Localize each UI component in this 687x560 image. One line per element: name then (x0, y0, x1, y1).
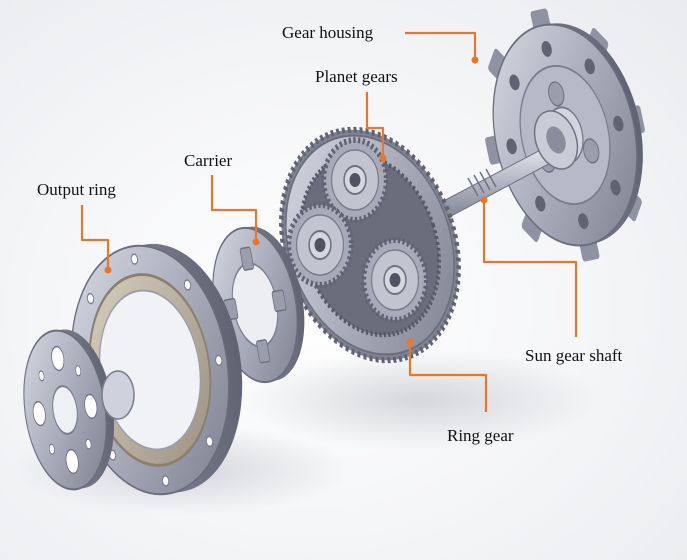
gear-housing-leader-dot (471, 56, 479, 64)
output-hub (101, 370, 135, 420)
ring-gear-leader (408, 342, 488, 412)
sun-gear-shaft-label: Sun gear shaft (525, 346, 623, 365)
sun-gear-shaft-leader (482, 200, 578, 337)
gear-housing-label: Gear housing (282, 23, 374, 42)
carrier-leader (210, 175, 258, 242)
output-ring-leader-dot (104, 266, 112, 274)
output-ring-leader (80, 205, 110, 270)
carrier-leader-dot (252, 238, 260, 246)
output-plate-part (23, 329, 135, 491)
floor-shadow (240, 350, 600, 450)
output-ring-label: Output ring (37, 180, 116, 199)
planet-gears-label: Planet gears (315, 67, 398, 86)
carrier-label: Carrier (184, 151, 233, 170)
planet-gears-leader (365, 92, 385, 158)
ring-gear-leader-dot (406, 338, 414, 346)
ring-gear-label: Ring gear (447, 426, 514, 445)
planet-gears-leader-dot (379, 154, 387, 162)
gear-housing-leader (405, 31, 477, 60)
planet-gears-part (286, 137, 429, 323)
sun-gear-shaft-part (429, 110, 579, 223)
sun-gear-shaft-leader-dot (480, 196, 488, 204)
